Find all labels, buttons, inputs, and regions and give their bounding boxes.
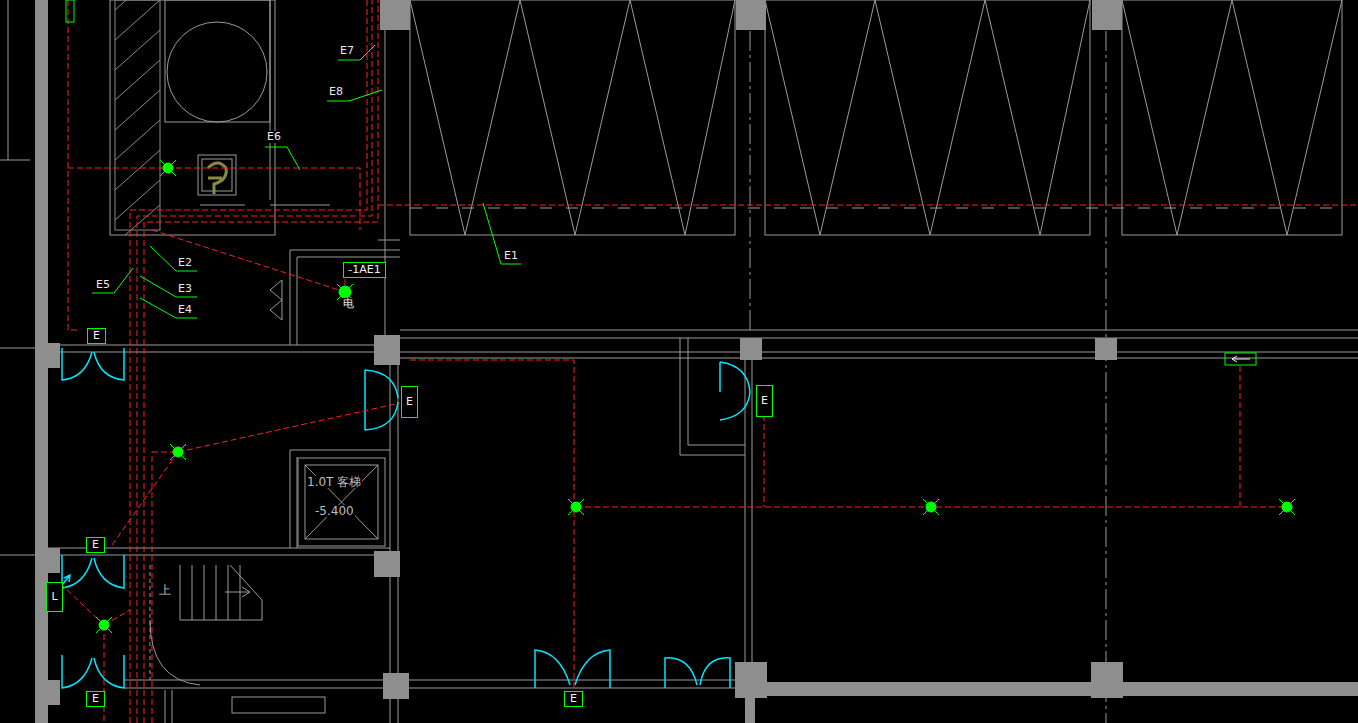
sign-text: E [761,395,768,407]
circuit-number: E5 [95,279,111,291]
circuit-number: E1 [503,250,519,262]
circuit-number: E2 [177,257,193,269]
circuit-number: E8 [328,86,344,98]
sign-text: E [92,693,99,705]
sign-text: -1AE1 [348,264,380,276]
sign-text: E [406,396,413,408]
exit-sign-box: E [86,691,105,707]
plan-note: -5.400 [314,505,355,517]
distribution-box: -1AE1 [343,262,386,278]
exit-sign-box: E [86,537,105,553]
sign-text: E [92,539,99,551]
exit-sign-box: E [756,385,773,417]
circuit-number: E7 [339,45,355,57]
plan-note: 1.0T 客梯 [306,476,362,488]
circuit-number: E3 [177,283,193,295]
sign-text: E [570,693,577,705]
sign-text: L [51,591,57,603]
exit-sign-box: E [87,328,106,344]
exit-sign-box: E [401,386,418,418]
exit-sign-box: E [564,691,583,707]
sign-text: E [93,330,100,342]
circuit-number: E4 [177,304,193,316]
circuit-number: E6 [266,131,282,143]
plan-note: 上 [158,584,172,596]
exit-sign-box: L [46,582,63,612]
plan-note: 电 [342,298,355,310]
